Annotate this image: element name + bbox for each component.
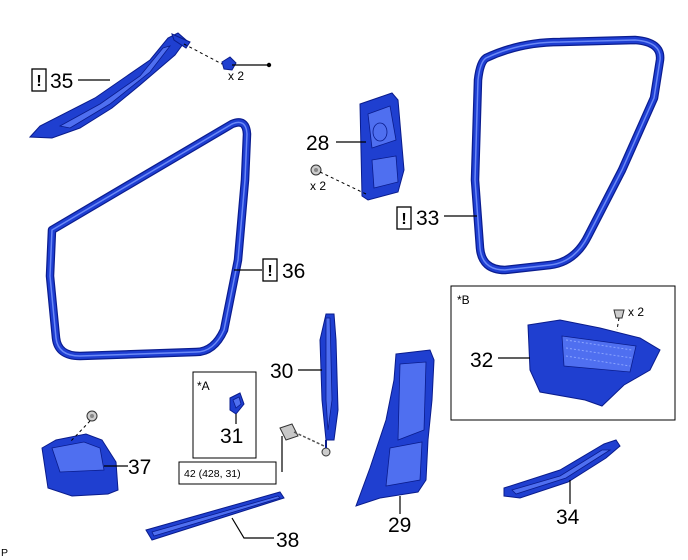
part-30-anchor-bolt <box>279 423 325 447</box>
part-35-front-pillar-garnish <box>28 32 191 139</box>
part-28-clip <box>310 164 322 176</box>
svg-text:42 (428, 31): 42 (428, 31) <box>184 468 241 480</box>
view-b-label: *B <box>457 293 470 307</box>
part-37-clip <box>69 410 98 443</box>
svg-text:!: ! <box>36 73 41 90</box>
part-32-clip <box>613 309 625 331</box>
warning-36: ! <box>262 258 278 282</box>
callout-32: 32 <box>470 349 493 372</box>
part-30-seat-belt <box>319 313 339 457</box>
callout-31: 31 <box>220 425 243 448</box>
callout-30: 30 <box>270 360 293 383</box>
svg-text:!: ! <box>401 211 406 228</box>
diagram-code: P <box>1 547 8 559</box>
part-38-scuff-plate <box>145 491 285 541</box>
part-36-door-weatherstrip <box>45 118 252 361</box>
callout-36: 36 <box>282 260 305 283</box>
part-35-clip <box>221 56 272 71</box>
part-29-pillar-lower-garnish <box>355 349 435 507</box>
qty-32: x 2 <box>628 305 644 319</box>
callout-38: 38 <box>276 529 299 552</box>
callout-28: 28 <box>306 132 329 155</box>
part-32-scuff-plate <box>527 319 661 407</box>
qty-35: x 2 <box>228 69 244 83</box>
part-37-lower-trim <box>41 433 119 497</box>
leader-28-clip-dash <box>319 171 367 195</box>
part-28-center-pillar-garnish <box>359 92 405 201</box>
view-a-label: *A <box>197 379 210 393</box>
callout-37: 37 <box>128 456 151 479</box>
callout-35: 35 <box>50 70 73 93</box>
callout-33: 33 <box>416 207 439 230</box>
callout-29: 29 <box>388 514 411 537</box>
part-33-door-weatherstrip <box>470 35 665 275</box>
view-a-box: *A 31 <box>192 371 257 459</box>
callout-34: 34 <box>556 506 580 529</box>
warning-35: ! <box>31 68 47 92</box>
part-34-rear-scuff-plate <box>503 439 621 499</box>
warning-33: ! <box>396 206 412 230</box>
qty-28: x 2 <box>310 179 326 193</box>
svg-text:!: ! <box>267 263 272 280</box>
leader-35-clip-dash <box>183 43 223 65</box>
leader-38 <box>231 517 274 539</box>
torque-spec-box: 42 (428, 31) <box>178 461 277 485</box>
